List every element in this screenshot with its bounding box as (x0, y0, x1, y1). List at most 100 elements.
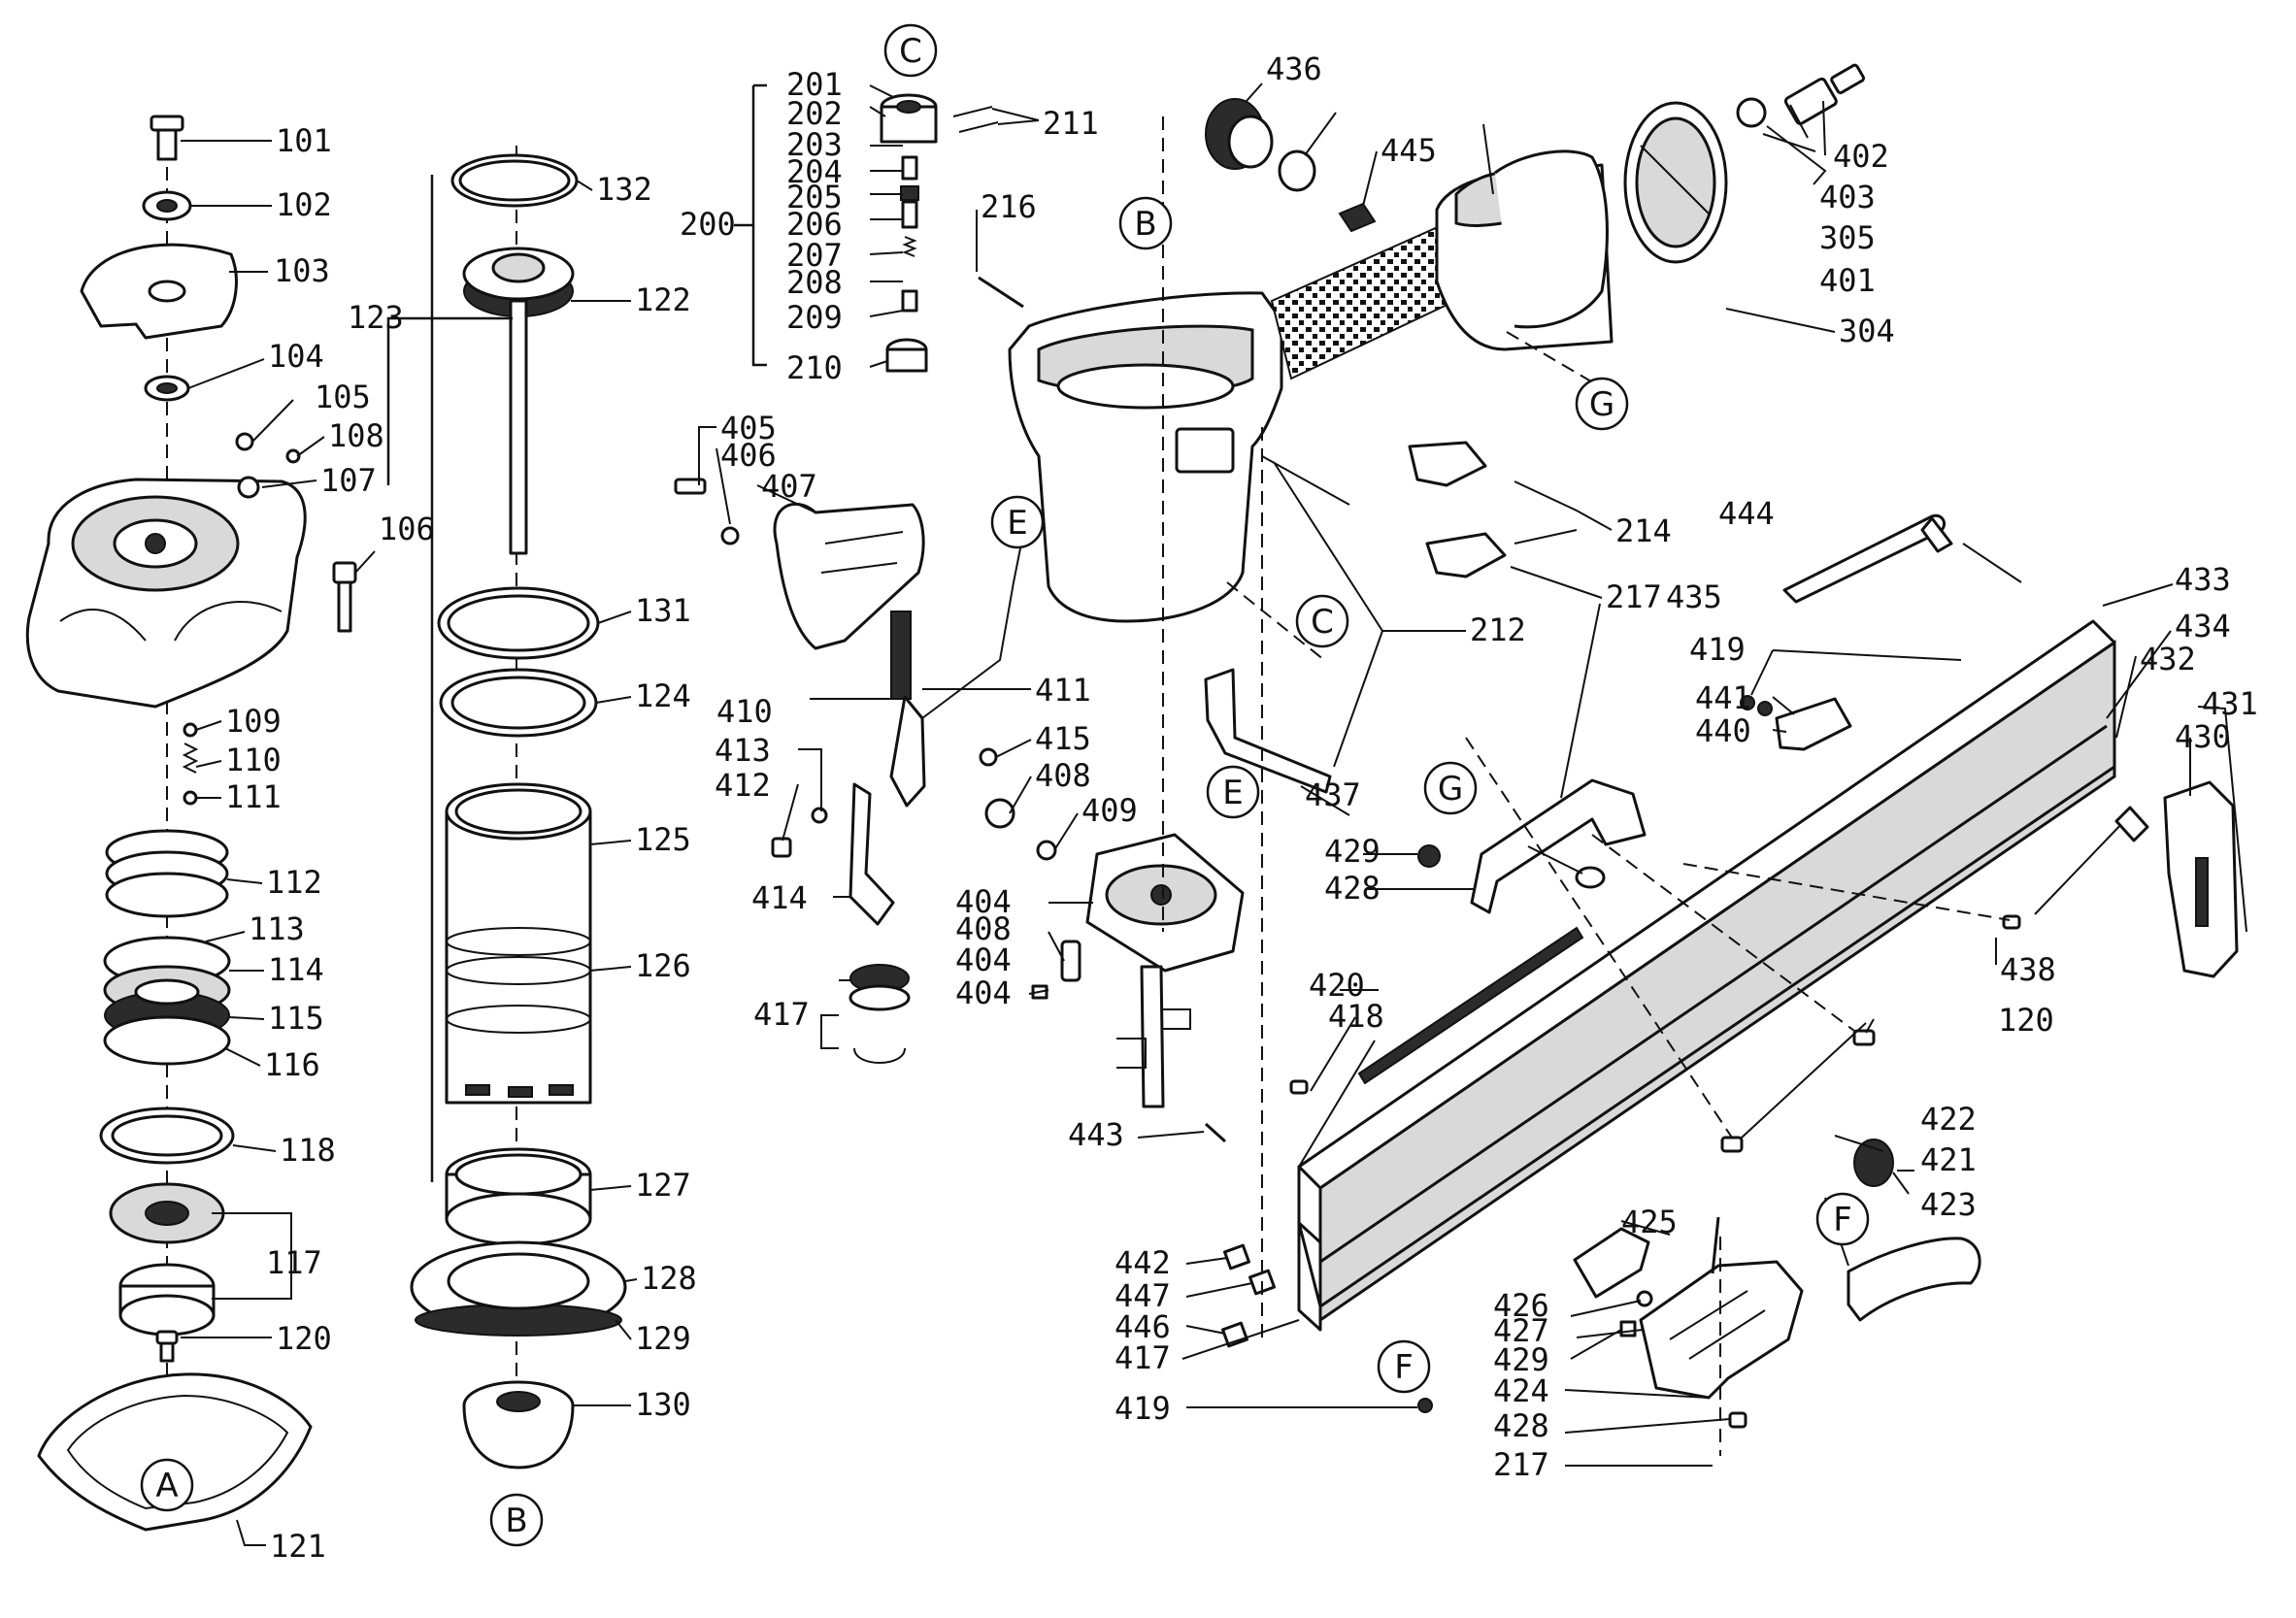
part-99-label (1357, 926, 1584, 1085)
part-112-o-ring-set (105, 829, 229, 918)
callout-424: 423 (1920, 1186, 1977, 1223)
part-405-screw (674, 478, 707, 495)
part-109-ball (183, 722, 198, 738)
part-445-plate (1223, 1243, 1250, 1271)
svg-text:C: C (1311, 603, 1334, 642)
callout-103: 103 (274, 252, 330, 289)
part-423-knob (1853, 1139, 1910, 1195)
ref-g-bracket: G (1423, 761, 1478, 815)
callout-130: 130 (635, 1386, 691, 1423)
part-432-nut (1417, 844, 1441, 868)
callout-442: 438 (2000, 951, 2056, 988)
callout-409: 409 (1081, 792, 1138, 829)
callout-427: 426 (1493, 1287, 1549, 1324)
part-417-nut (979, 747, 998, 767)
callout-125: 125 (635, 821, 691, 858)
callout-304: 402 (1833, 138, 1889, 175)
callout-105: 105 (315, 379, 371, 415)
trigger-valve-assembly (674, 93, 1057, 1064)
part-431-bracket (1470, 778, 1647, 914)
callout-117: 117 (266, 1244, 322, 1281)
callout-441: 437 (1305, 776, 1361, 813)
ref-b-housing: B (1118, 196, 1173, 250)
svg-text:B: B (1134, 205, 1156, 244)
part-435-spring (2034, 806, 2149, 915)
callout-115: 115 (268, 1000, 324, 1037)
callout-446: 443 (1068, 1116, 1124, 1153)
part-108-plug (285, 448, 301, 464)
cylinder-assembly (410, 146, 627, 1469)
part-433-follower (2163, 780, 2239, 978)
callout-443: 440 (1695, 712, 1751, 749)
part-104-washer (144, 375, 190, 402)
callout-127: 127 (635, 1167, 691, 1204)
callout-403: 404 (955, 941, 1012, 978)
ref-e-lever: E (990, 495, 1045, 549)
callout-120-cap: 120 (276, 1320, 332, 1357)
part-413-washer (811, 807, 828, 824)
svg-text:C: C (899, 32, 922, 71)
part-439-washer (1278, 149, 1316, 192)
part-449-plate (1221, 1321, 1248, 1348)
ref-f-knob: F (1815, 1192, 1870, 1246)
part-442-screw (2002, 914, 2021, 930)
svg-text:G: G (1589, 385, 1614, 424)
part-429-screw (1728, 1411, 1747, 1429)
part-204-stem (900, 155, 919, 313)
callout-116: 116 (264, 1046, 320, 1083)
part-440-knob (1205, 98, 1274, 170)
callout-421-bottom: 419 (1115, 1390, 1171, 1427)
callout-128: 128 (641, 1260, 697, 1297)
ref-g-housing: G (1575, 377, 1629, 431)
ref-b-bottom: B (489, 1493, 544, 1547)
svg-text:F: F (1394, 1348, 1414, 1387)
callout-202: 202 (786, 95, 843, 132)
part-402-driver (1116, 965, 1191, 1108)
callout-406: 406 (720, 437, 777, 474)
part-128-bumper (410, 1240, 627, 1337)
part-120-screws (1720, 1029, 1876, 1153)
part-211-o-rings (952, 106, 999, 133)
svg-text:G: G (1438, 770, 1463, 809)
callout-108: 108 (328, 417, 384, 454)
part-100-housing (1008, 291, 1283, 623)
callout-440: 436 (1266, 50, 1322, 87)
callout-436: 433 (2175, 561, 2231, 598)
callout-101: 101 (276, 122, 332, 159)
part-407-trigger (773, 502, 925, 650)
callout-447: 444 (1718, 495, 1775, 532)
callout-208: 208 (786, 264, 843, 301)
part-120-screw (155, 1330, 179, 1363)
callout-301: 304 (1839, 313, 1895, 349)
callout-414: 414 (751, 879, 808, 916)
part-107-cylinder-cap (25, 476, 307, 709)
part-406-nut (720, 526, 740, 545)
callout-303: 401 (1819, 262, 1876, 299)
part-409-washer (1036, 840, 1057, 861)
part-130-bumper-cap (462, 1380, 575, 1469)
callout-112: 112 (266, 864, 322, 901)
part-415-spring (849, 964, 911, 1064)
callout-438: 435 (1666, 578, 1722, 615)
callout-428: 427 (1493, 1312, 1549, 1349)
callout-448: 445 (1381, 132, 1437, 169)
part-110-spring (182, 743, 199, 774)
callout-107: 107 (320, 462, 377, 499)
callout-429: 428 (1493, 1407, 1549, 1444)
callout-209: 209 (786, 299, 843, 336)
callout-450: 447 (1115, 1277, 1171, 1314)
part-122-piston (462, 247, 575, 555)
callout-210: 210 (786, 349, 843, 386)
callout-126: 126 (635, 947, 691, 984)
callout-449: 446 (1115, 1308, 1171, 1345)
callout-444: 441 (1695, 679, 1751, 716)
callout-106: 106 (379, 511, 435, 547)
ref-a-bottom: A (140, 1458, 194, 1512)
part-216-pin (978, 276, 1024, 309)
part-118-o-ring (99, 1106, 235, 1165)
callout-417: 415 (1035, 720, 1091, 757)
callout-200: 200 (680, 206, 736, 243)
ref-f-magazine: F (1377, 1339, 1431, 1394)
part-438-bolt (1527, 845, 1606, 889)
